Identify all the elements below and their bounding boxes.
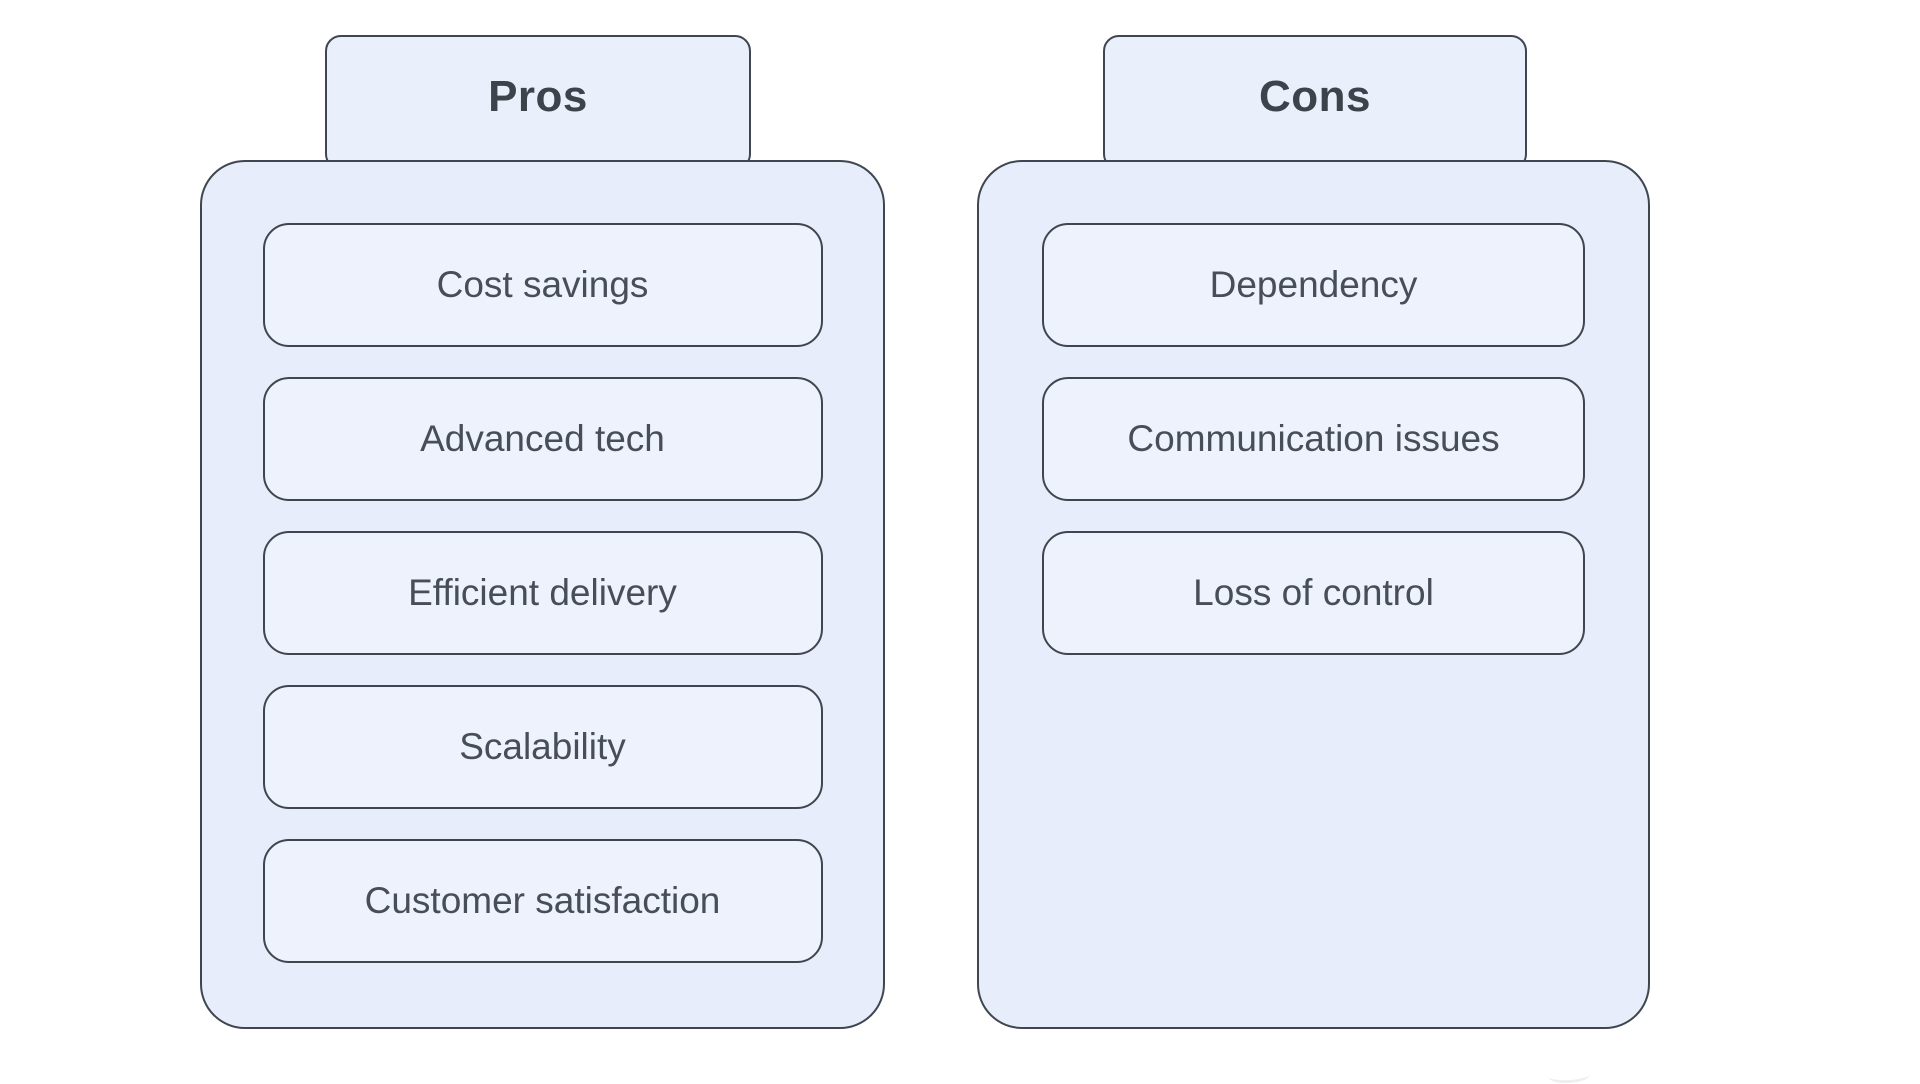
card-advanced-tech: Advanced tech bbox=[262, 377, 823, 501]
pros-column-title: Pros bbox=[488, 71, 588, 121]
card-label: Customer satisfaction bbox=[364, 880, 721, 921]
card-loss-of-control: Loss of control bbox=[1042, 531, 1585, 655]
card-dependency: Dependency bbox=[1042, 223, 1585, 347]
cons-column-title: Cons bbox=[1259, 71, 1371, 121]
card-cost-savings: Cost savings bbox=[262, 223, 823, 347]
card-label: Efficient delivery bbox=[408, 572, 677, 613]
card-scalability: Scalability bbox=[262, 685, 823, 809]
pros-column-body: Cost savings Advanced tech Efficient del… bbox=[200, 160, 885, 1029]
card-communication-issues: Communication issues bbox=[1042, 377, 1585, 501]
cons-header-tab: Cons bbox=[1103, 35, 1527, 170]
card-label: Loss of control bbox=[1193, 572, 1434, 613]
card-label: Scalability bbox=[459, 726, 626, 767]
cons-column-body: Dependency Communication issues Loss of … bbox=[977, 160, 1650, 1029]
pros-header-tab: Pros bbox=[325, 35, 751, 170]
card-label: Advanced tech bbox=[420, 418, 665, 459]
card-label: Communication issues bbox=[1127, 418, 1500, 459]
card-efficient-delivery: Efficient delivery bbox=[262, 531, 823, 655]
card-label: Cost savings bbox=[436, 264, 649, 305]
card-customer-satisfaction: Customer satisfaction bbox=[262, 839, 823, 963]
card-label: Dependency bbox=[1209, 264, 1418, 305]
